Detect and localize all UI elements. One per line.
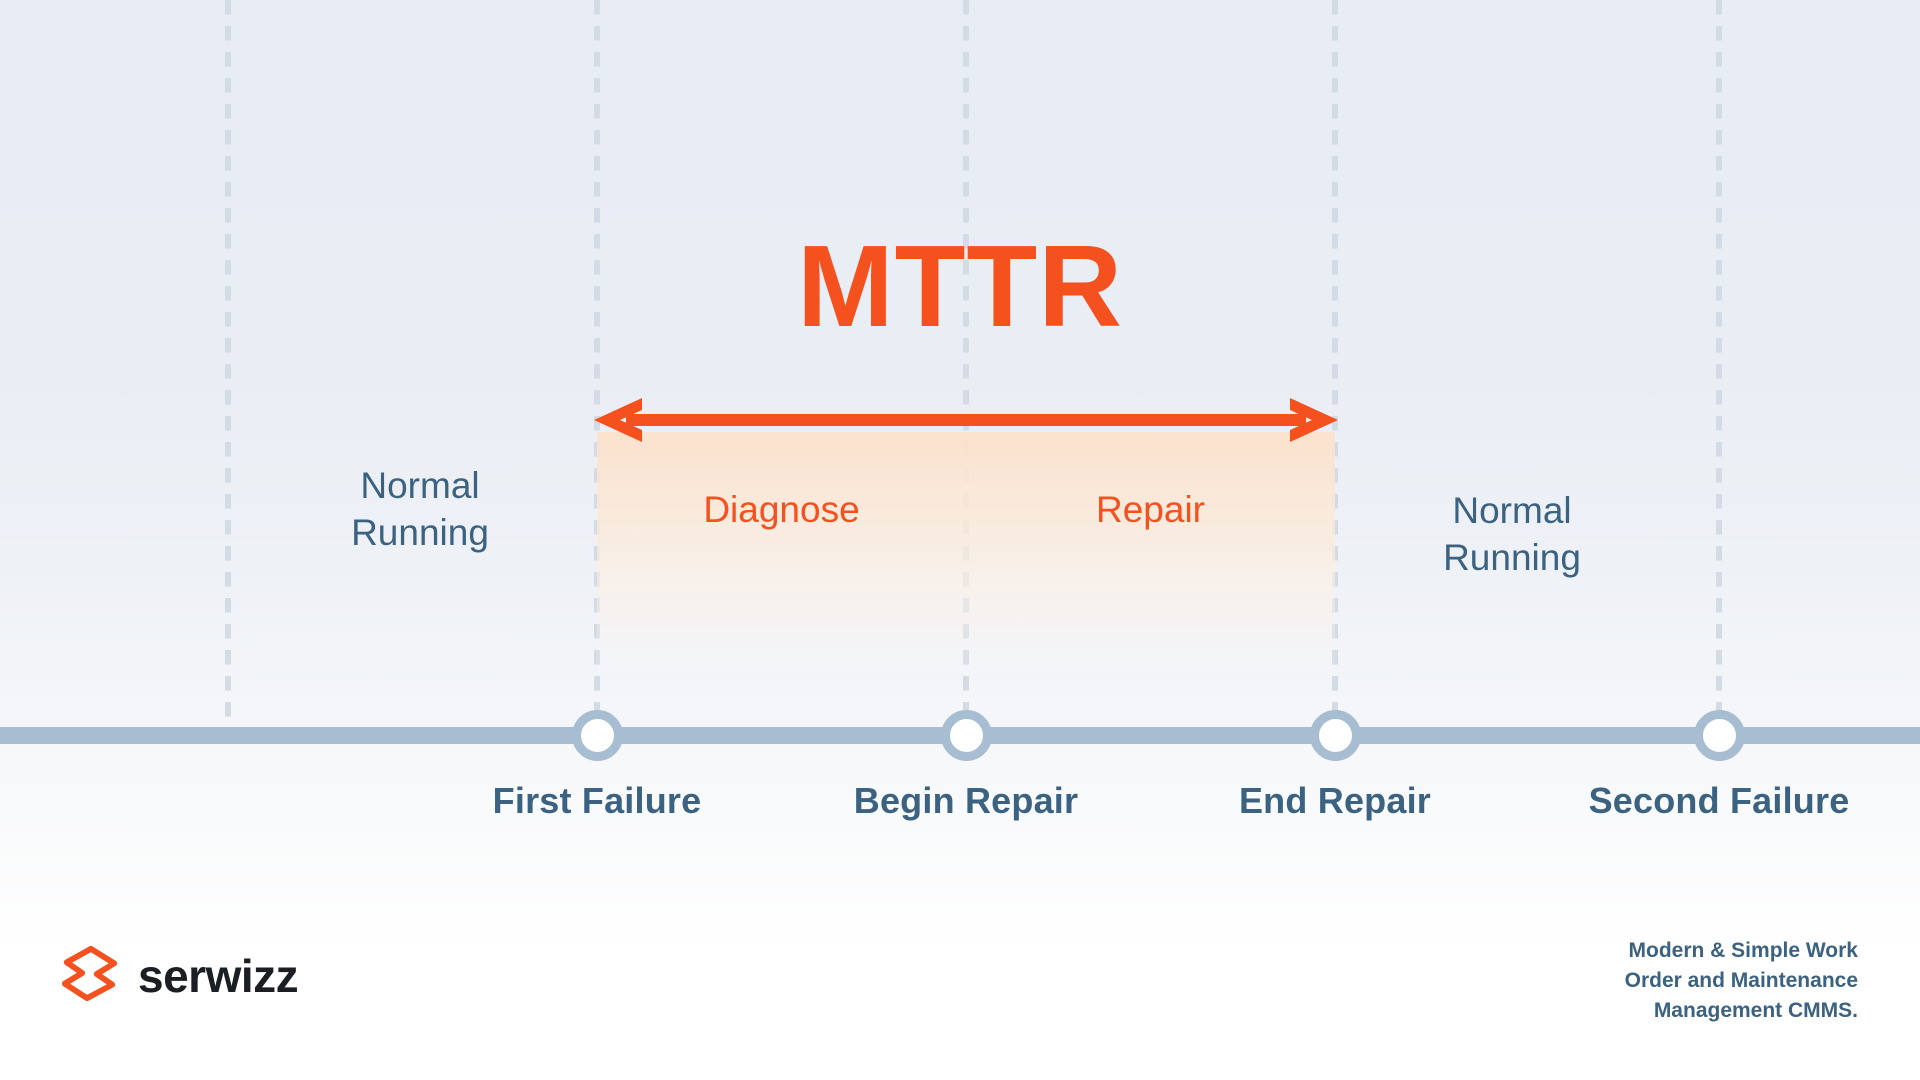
timeline-label-first-failure: First Failure (492, 780, 702, 821)
brand-tagline: Modern & Simple Work Order and Maintenan… (1624, 939, 1858, 1022)
mttr-span-arrow (586, 392, 1346, 448)
guide-line-end-repair (1332, 0, 1338, 740)
timeline-node-second-failure (1694, 710, 1745, 761)
guide-line-first-failure (594, 0, 600, 740)
segment-label-normal-running-left: Normal Running (351, 465, 489, 554)
timeline-node-first-failure (572, 710, 623, 761)
mttr-title: MTTR (796, 221, 1124, 351)
timeline-label-second-failure: Second Failure (1588, 780, 1850, 821)
guide-line-second-failure (1716, 0, 1722, 740)
brand-lockup: serwizz (58, 942, 299, 1009)
timeline-label-end-repair: End Repair (1238, 780, 1432, 821)
segment-label-normal-running-right: Normal Running (1443, 490, 1581, 579)
timeline-label-begin-repair: Begin Repair (853, 780, 1079, 821)
timeline-node-begin-repair (941, 710, 992, 761)
segment-label-diagnose: Diagnose (703, 489, 860, 530)
guide-line-0 (225, 0, 231, 740)
guide-line-begin-repair (963, 0, 969, 740)
brand-name: serwizz (138, 949, 299, 1002)
mttr-shaded-band (597, 432, 1335, 680)
timeline-node-end-repair (1310, 710, 1361, 761)
segment-label-repair: Repair (1096, 489, 1205, 530)
stacked-layers-icon (58, 942, 120, 1009)
